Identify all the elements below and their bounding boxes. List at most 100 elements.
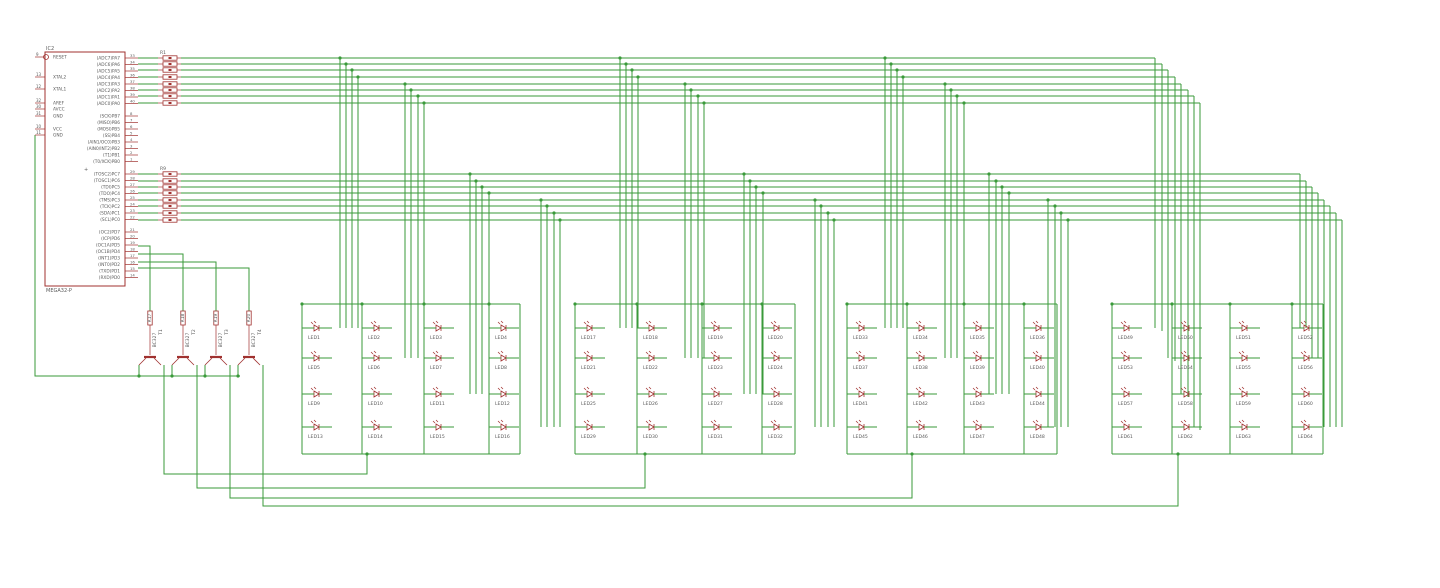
led-55[interactable]: LED55: [1230, 350, 1260, 371]
led-14[interactable]: LED14: [362, 419, 392, 440]
mcu-body: [44, 51, 126, 287]
led-emission-arrow: [497, 420, 501, 424]
led-13[interactable]: LED13: [302, 419, 332, 440]
led-21[interactable]: LED21: [575, 350, 605, 371]
vcc-rail-wire: [34, 135, 240, 377]
led-17[interactable]: LED17: [575, 320, 605, 341]
led-emission-arrow: [373, 350, 377, 354]
led-41[interactable]: LED41: [847, 386, 877, 407]
led-31[interactable]: LED31: [702, 419, 732, 440]
led-63[interactable]: LED63: [1230, 419, 1260, 440]
led-32[interactable]: LED32: [762, 419, 792, 440]
junction-dot: [1176, 452, 1180, 456]
led-4[interactable]: LED4: [489, 320, 519, 341]
led-7[interactable]: LED7: [424, 350, 454, 371]
led-label: LED34: [913, 335, 928, 341]
led-emission-arrow: [435, 386, 439, 390]
led-19[interactable]: LED19: [702, 320, 732, 341]
led-43[interactable]: LED43: [964, 386, 994, 407]
led-emission-arrow: [855, 387, 859, 391]
led-38[interactable]: LED38: [907, 350, 937, 371]
led-emission-arrow: [713, 320, 717, 324]
led-2[interactable]: LED2: [362, 320, 392, 341]
led-1[interactable]: LED1: [302, 320, 332, 341]
led-60[interactable]: LED60: [1292, 386, 1322, 407]
led-58[interactable]: LED58: [1172, 386, 1202, 407]
led-emission-arrow: [1238, 420, 1242, 424]
led-47[interactable]: LED47: [964, 419, 994, 440]
led-12[interactable]: LED12: [489, 386, 519, 407]
resistor-mark: [168, 199, 172, 201]
junction-dot: [416, 94, 420, 98]
led-emission-arrow: [713, 419, 717, 423]
led-40[interactable]: LED40: [1024, 350, 1054, 371]
led-48[interactable]: LED48: [1024, 419, 1054, 440]
resistor-pack-r9[interactable]: R9: [158, 166, 181, 223]
led-8[interactable]: LED8: [489, 350, 519, 371]
resistor-pack-r1[interactable]: R1: [158, 50, 181, 106]
led-52[interactable]: LED52: [1292, 320, 1322, 341]
transistor-collector: [186, 357, 195, 366]
mcu-ic2[interactable]: IC2 MEGA32-P: [43, 46, 126, 294]
led-9[interactable]: LED9: [302, 386, 332, 407]
junction-dot: [468, 172, 472, 176]
led-label: LED15: [430, 434, 445, 440]
led-37[interactable]: LED37: [847, 350, 877, 371]
led-emission-arrow: [313, 320, 317, 324]
led-emission-arrow: [432, 321, 436, 325]
led-42[interactable]: LED42: [907, 386, 937, 407]
led-39[interactable]: LED39: [964, 350, 994, 371]
led-10[interactable]: LED10: [362, 386, 392, 407]
led-49[interactable]: LED49: [1112, 320, 1142, 341]
led-44[interactable]: LED44: [1024, 386, 1054, 407]
led-36[interactable]: LED36: [1024, 320, 1054, 341]
led-20[interactable]: LED20: [762, 320, 792, 341]
led-62[interactable]: LED62: [1172, 419, 1202, 440]
junction-dot: [552, 211, 556, 215]
led-24[interactable]: LED24: [762, 350, 792, 371]
junction-dot: [558, 218, 562, 222]
led-22[interactable]: LED22: [637, 350, 667, 371]
led-25[interactable]: LED25: [575, 386, 605, 407]
led-57[interactable]: LED57: [1112, 386, 1142, 407]
led-16[interactable]: LED16: [489, 419, 519, 440]
led-18[interactable]: LED18: [637, 320, 667, 341]
led-11[interactable]: LED11: [424, 386, 454, 407]
led-30[interactable]: LED30: [637, 419, 667, 440]
led-53[interactable]: LED53: [1112, 350, 1142, 371]
led-35[interactable]: LED35: [964, 320, 994, 341]
led-33[interactable]: LED33: [847, 320, 877, 341]
led-59[interactable]: LED59: [1230, 386, 1260, 407]
led-61[interactable]: LED61: [1112, 419, 1142, 440]
led-29[interactable]: LED29: [575, 419, 605, 440]
led-50[interactable]: LED50: [1172, 320, 1202, 341]
transistor-collector: [219, 357, 228, 366]
led-45[interactable]: LED45: [847, 419, 877, 440]
resistor-mark: [168, 83, 172, 85]
led-51[interactable]: LED51: [1230, 320, 1260, 341]
led-28[interactable]: LED28: [762, 386, 792, 407]
led-3[interactable]: LED3: [424, 320, 454, 341]
led-27[interactable]: LED27: [702, 386, 732, 407]
led-46[interactable]: LED46: [907, 419, 937, 440]
led-6[interactable]: LED6: [362, 350, 392, 371]
led-emission-arrow: [918, 350, 922, 354]
led-emission-arrow: [500, 386, 504, 390]
led-34[interactable]: LED34: [907, 320, 937, 341]
led-label: LED3: [430, 335, 442, 341]
led-54[interactable]: LED54: [1172, 350, 1202, 371]
led-15[interactable]: LED15: [424, 419, 454, 440]
led-label: LED54: [1178, 365, 1193, 371]
led-64[interactable]: LED64: [1292, 419, 1322, 440]
mcu-pin-name: (TXD)PD1: [99, 269, 120, 275]
junction-dot: [761, 191, 765, 195]
led-23[interactable]: LED23: [702, 350, 732, 371]
led-5[interactable]: LED5: [302, 350, 332, 371]
mcu-pin-number: 15: [130, 266, 135, 271]
led-56[interactable]: LED56: [1292, 350, 1322, 371]
led-26[interactable]: LED26: [637, 386, 667, 407]
